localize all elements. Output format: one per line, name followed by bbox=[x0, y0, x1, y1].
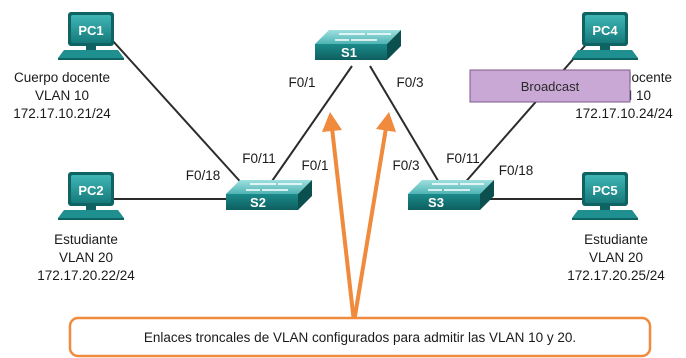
pc5-role: Estudiante bbox=[584, 232, 648, 247]
port-s3-f011: F0/11 bbox=[446, 151, 480, 166]
s1-label: S1 bbox=[341, 45, 357, 60]
pc5-icon[interactable]: PC5 bbox=[572, 172, 638, 220]
pc1-role: Cuerpo docente bbox=[14, 70, 110, 85]
pc2-icon[interactable]: PC2 bbox=[58, 172, 124, 220]
switch-s3-icon[interactable]: S3 bbox=[407, 179, 495, 211]
pc2-ip: 172.17.20.22/24 bbox=[37, 268, 135, 283]
pc4-ip: 172.17.10.24/24 bbox=[575, 106, 673, 121]
trunk-callout: Enlaces troncales de VLAN configurados p… bbox=[68, 316, 652, 358]
trunk-arrows bbox=[322, 112, 396, 323]
pc5-ip: 172.17.20.25/24 bbox=[567, 268, 665, 283]
broadcast-box: Broadcast bbox=[469, 69, 631, 103]
link-pc1-s2 bbox=[111, 39, 247, 189]
pc2-label: PC2 bbox=[78, 183, 103, 198]
switch-s2-icon[interactable]: S2 bbox=[225, 179, 313, 211]
callout-text: Enlaces troncales de VLAN configurados p… bbox=[144, 330, 576, 345]
s2-label: S2 bbox=[250, 195, 266, 210]
port-s2-f01: F0/1 bbox=[301, 158, 328, 173]
pc5-vlan: VLAN 20 bbox=[589, 250, 643, 265]
pc1-ip: 172.17.10.21/24 bbox=[13, 106, 111, 121]
link-s2-s1 bbox=[269, 65, 353, 185]
port-s1-f01: F0/1 bbox=[288, 75, 315, 90]
link-s1-s3 bbox=[369, 65, 441, 185]
pc1-label: PC1 bbox=[78, 23, 103, 38]
pc1-icon[interactable]: PC1 bbox=[58, 12, 124, 60]
switch-s1-icon[interactable]: S1 bbox=[314, 29, 402, 61]
pc4-icon[interactable]: PC4 bbox=[572, 12, 638, 60]
port-s3-f03: F0/3 bbox=[392, 158, 419, 173]
pc1-vlan: VLAN 10 bbox=[35, 88, 89, 103]
s3-label: S3 bbox=[428, 195, 444, 210]
pc2-role: Estudiante bbox=[54, 232, 118, 247]
pc2-vlan: VLAN 20 bbox=[59, 250, 113, 265]
pc4-label: PC4 bbox=[592, 23, 618, 38]
port-s1-f03: F0/3 bbox=[396, 75, 423, 90]
port-s3-f018: F0/18 bbox=[499, 163, 534, 178]
link-s3-pc4 bbox=[461, 39, 591, 187]
pc5-label: PC5 bbox=[592, 183, 617, 198]
port-s2-f018: F0/18 bbox=[186, 168, 221, 183]
port-s2-f011: F0/11 bbox=[242, 151, 276, 166]
broadcast-label: Broadcast bbox=[521, 79, 580, 94]
